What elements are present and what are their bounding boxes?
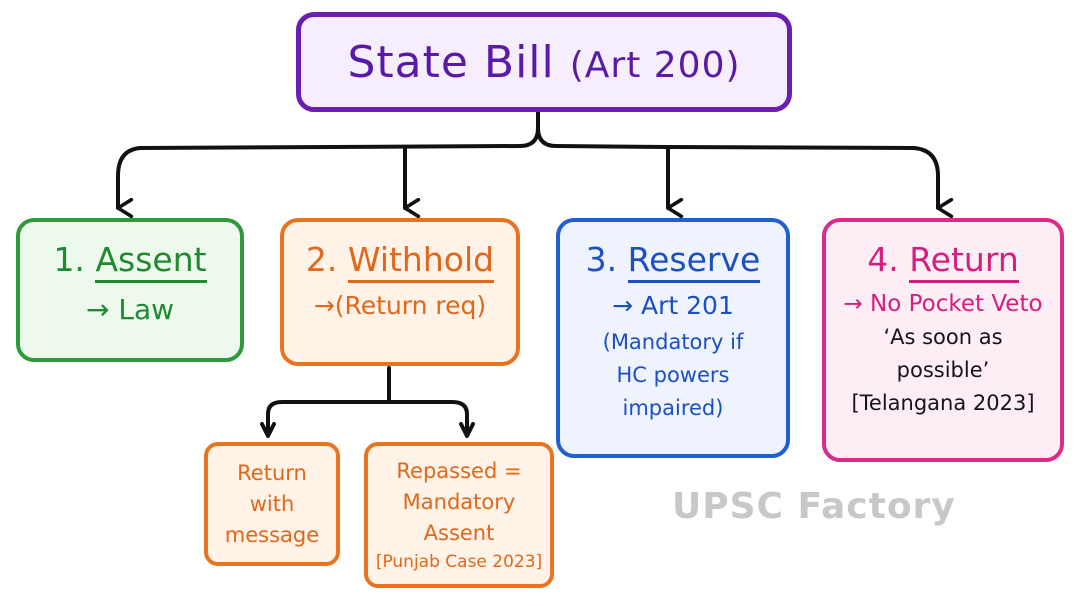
option-assent-heading: 1. Assent	[53, 240, 207, 283]
option-label: Withhold	[347, 240, 495, 283]
citation-punjab: [Punjab Case 2023]	[375, 551, 543, 572]
note-line: impaired)	[622, 396, 724, 420]
option-reserve-heading: 3. Reserve	[585, 240, 761, 283]
note-line: HC powers	[616, 363, 730, 387]
option-number: 4.	[867, 240, 899, 279]
option-return-note: ‘As soon as possible’ [Telangana 2023]	[851, 321, 1034, 420]
branch-line: Assent	[423, 520, 495, 545]
watermark: UPSC Factory	[672, 486, 956, 527]
option-assent-detail: → Law	[85, 293, 175, 326]
option-reserve-detail: → Art 201	[612, 291, 734, 320]
option-number: 2.	[305, 240, 338, 279]
arrow-to-repassed	[459, 422, 475, 438]
citation-telangana: [Telangana 2023]	[851, 391, 1035, 415]
option-assent-box: 1. Assent → Law	[16, 218, 244, 362]
branch-line: Return	[237, 460, 307, 485]
arrow-to-return-with-message	[260, 422, 276, 438]
arrow-to-reserve	[536, 126, 668, 208]
option-withhold-detail: →(Return req)	[313, 291, 487, 320]
title-article: (Art 200)	[569, 44, 741, 86]
branch-line: with	[249, 491, 295, 516]
option-reserve-box: 3. Reserve → Art 201 (Mandatory if HC po…	[556, 218, 790, 458]
option-label: Assent	[95, 240, 207, 283]
option-return-detail: → No Pocket Veto	[843, 291, 1043, 317]
state-bill-title-box: State Bill (Art 200)	[296, 12, 792, 112]
option-reserve-note: (Mandatory if HC powers impaired)	[603, 326, 744, 425]
branch-line: Repassed =	[396, 458, 522, 483]
option-withhold-heading: 2. Withhold	[305, 240, 495, 283]
branch-line: Mandatory	[402, 489, 516, 514]
title-main: State Bill	[347, 36, 555, 88]
trunk-line	[116, 110, 540, 208]
withhold-split	[266, 400, 469, 434]
note-line: ‘As soon as	[883, 325, 1003, 349]
option-return-box: 4. Return → No Pocket Veto ‘As soon as p…	[822, 218, 1064, 462]
option-number: 3.	[585, 240, 618, 279]
option-withhold-box: 2. Withhold →(Return req)	[280, 218, 520, 366]
withhold-branch-repassed: Repassed = Mandatory Assent [Punjab Case…	[364, 442, 554, 588]
note-line: possible’	[896, 358, 990, 382]
option-label: Return	[909, 240, 1019, 283]
note-line: (Mandatory if	[602, 330, 744, 354]
withhold-branch-return-with-message: Return with message	[204, 442, 340, 566]
arrow-to-return	[666, 145, 938, 208]
option-label: Reserve	[627, 240, 761, 283]
option-return-heading: 4. Return	[867, 240, 1019, 283]
page-title: State Bill (Art 200)	[347, 37, 740, 88]
branch-line: message	[224, 522, 320, 547]
option-number: 1.	[53, 240, 85, 279]
